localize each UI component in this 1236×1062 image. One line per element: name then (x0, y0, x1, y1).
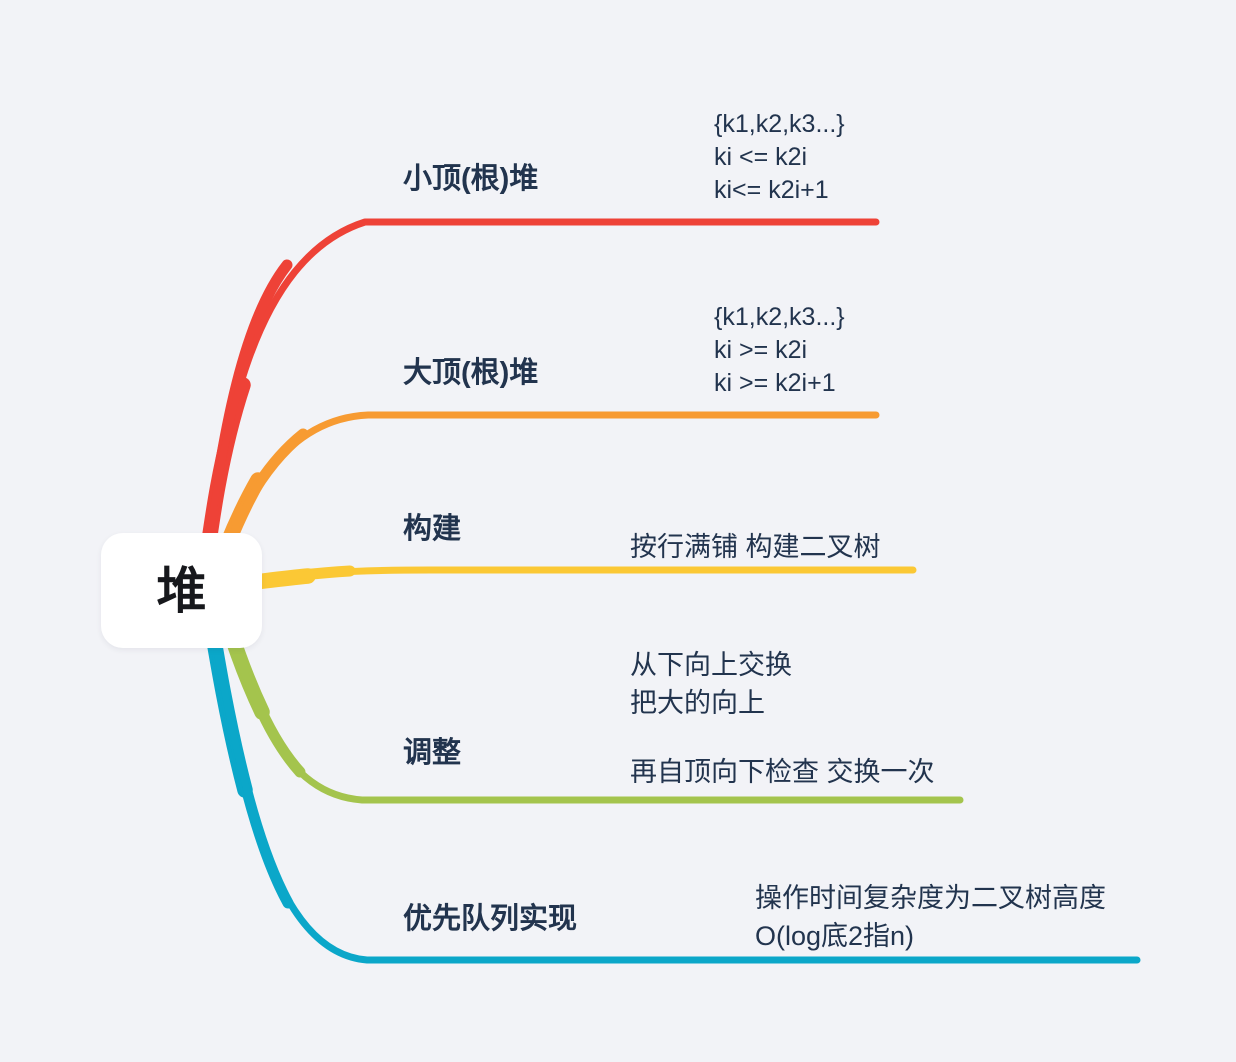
branch-curve-build (247, 565, 917, 590)
note-line: ki >= k2i+1 (714, 369, 836, 397)
note-line: ki<= k2i+1 (714, 176, 829, 204)
note-max-heap-formula[interactable]: {k1,k2,k3...} ki >= k2i ki >= k2i+1 (714, 301, 845, 400)
topic-label-build[interactable]: 构建 (403, 513, 462, 545)
topic-label-priority-queue[interactable]: 优先队列实现 (403, 903, 578, 935)
note-line: {k1,k2,k3...} (714, 303, 845, 331)
note-line: 按行满铺 构建二叉树 (630, 532, 881, 562)
root-topic-label: 堆 (156, 562, 207, 619)
note-line: ki >= k2i (714, 336, 808, 364)
note-adjust-up[interactable]: 从下向上交换 把大的向上 (630, 646, 792, 722)
note-min-heap-formula[interactable]: {k1,k2,k3...} ki <= k2i ki<= k2i+1 (714, 108, 845, 207)
topic-label-max-heap[interactable]: 大顶(根)堆 (403, 357, 539, 389)
note-line: 再自顶向下检查 交换一次 (630, 757, 935, 787)
note-line: 把大的向上 (630, 688, 765, 718)
note-priority-queue-complexity[interactable]: 操作时间复杂度为二叉树高度 O(log底2指n) (755, 879, 1106, 955)
note-line: 操作时间复杂度为二叉树高度 (755, 883, 1106, 913)
note-line: 从下向上交换 (630, 650, 792, 680)
note-line: {k1,k2,k3...} (714, 110, 845, 138)
note-adjust-down[interactable]: 再自顶向下检查 交换一次 (630, 753, 935, 791)
note-build-method[interactable]: 按行满铺 构建二叉树 (630, 528, 881, 566)
note-line: ki <= k2i (714, 143, 808, 171)
topic-label-min-heap[interactable]: 小顶(根)堆 (403, 163, 539, 195)
note-line: O(log底2指n) (755, 921, 915, 951)
root-topic-node[interactable]: 堆 (101, 533, 262, 648)
topic-label-adjust[interactable]: 调整 (403, 737, 462, 769)
